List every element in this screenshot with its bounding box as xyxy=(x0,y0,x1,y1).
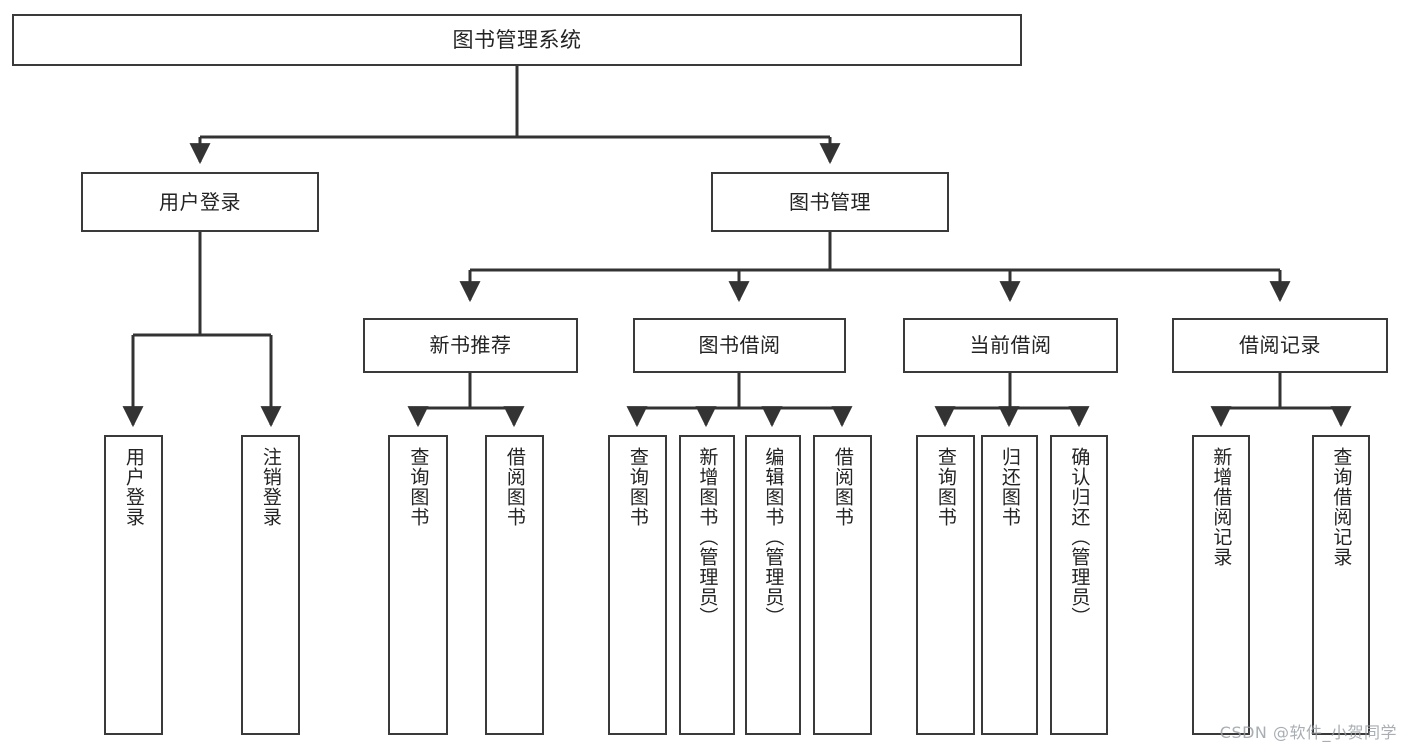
node-current-borrow[interactable]: 当前借阅 xyxy=(903,318,1118,373)
node-label: 新增借阅记录 xyxy=(1210,447,1233,567)
node-label: 图书管理 xyxy=(789,189,871,214)
node-label: 借阅图书 xyxy=(831,447,854,527)
node-book-borrow[interactable]: 图书借阅 xyxy=(633,318,846,373)
leaf-query-book-recommend[interactable]: 查询图书 xyxy=(388,435,448,735)
leaf-add-book-admin[interactable]: 新增图书（管理员） xyxy=(679,435,735,735)
node-label: 当前借阅 xyxy=(969,333,1052,357)
node-label: 新书推荐 xyxy=(429,333,512,357)
leaf-query-book-borrow[interactable]: 查询图书 xyxy=(608,435,667,735)
leaf-query-book-current[interactable]: 查询图书 xyxy=(916,435,975,735)
leaf-query-borrow-record[interactable]: 查询借阅记录 xyxy=(1312,435,1370,735)
node-label: 确认归还（管理员） xyxy=(1068,447,1091,627)
node-new-book-recommend[interactable]: 新书推荐 xyxy=(363,318,578,373)
leaf-user-login[interactable]: 用户登录 xyxy=(104,435,163,735)
node-label: 借阅图书 xyxy=(503,447,526,527)
leaf-return-book[interactable]: 归还图书 xyxy=(981,435,1038,735)
node-label: 新增图书（管理员） xyxy=(696,447,719,627)
leaf-borrow-book[interactable]: 借阅图书 xyxy=(813,435,872,735)
leaf-edit-book-admin[interactable]: 编辑图书（管理员） xyxy=(745,435,801,735)
node-label: 用户登录 xyxy=(159,189,241,214)
leaf-logout[interactable]: 注销登录 xyxy=(241,435,300,735)
node-label: 借阅记录 xyxy=(1239,333,1321,357)
node-user-login[interactable]: 用户登录 xyxy=(81,172,319,232)
node-label: 查询借阅记录 xyxy=(1330,447,1353,567)
node-label: 归还图书 xyxy=(998,447,1021,527)
node-label: 图书借阅 xyxy=(698,333,781,357)
node-label: 图书管理系统 xyxy=(452,27,582,52)
node-label: 查询图书 xyxy=(407,447,430,527)
node-borrow-record[interactable]: 借阅记录 xyxy=(1172,318,1388,373)
node-root-system[interactable]: 图书管理系统 xyxy=(12,14,1022,66)
leaf-add-borrow-record[interactable]: 新增借阅记录 xyxy=(1192,435,1250,735)
node-label: 编辑图书（管理员） xyxy=(762,447,785,627)
node-label: 注销登录 xyxy=(259,447,282,527)
leaf-confirm-return-admin[interactable]: 确认归还（管理员） xyxy=(1050,435,1108,735)
node-label: 用户登录 xyxy=(122,447,145,527)
node-book-manage[interactable]: 图书管理 xyxy=(711,172,949,232)
leaf-borrow-book-recommend[interactable]: 借阅图书 xyxy=(485,435,544,735)
csdn-watermark: CSDN @软件_小贺同学 xyxy=(1219,723,1397,742)
node-label: 查询图书 xyxy=(934,447,957,527)
node-label: 查询图书 xyxy=(626,447,649,527)
